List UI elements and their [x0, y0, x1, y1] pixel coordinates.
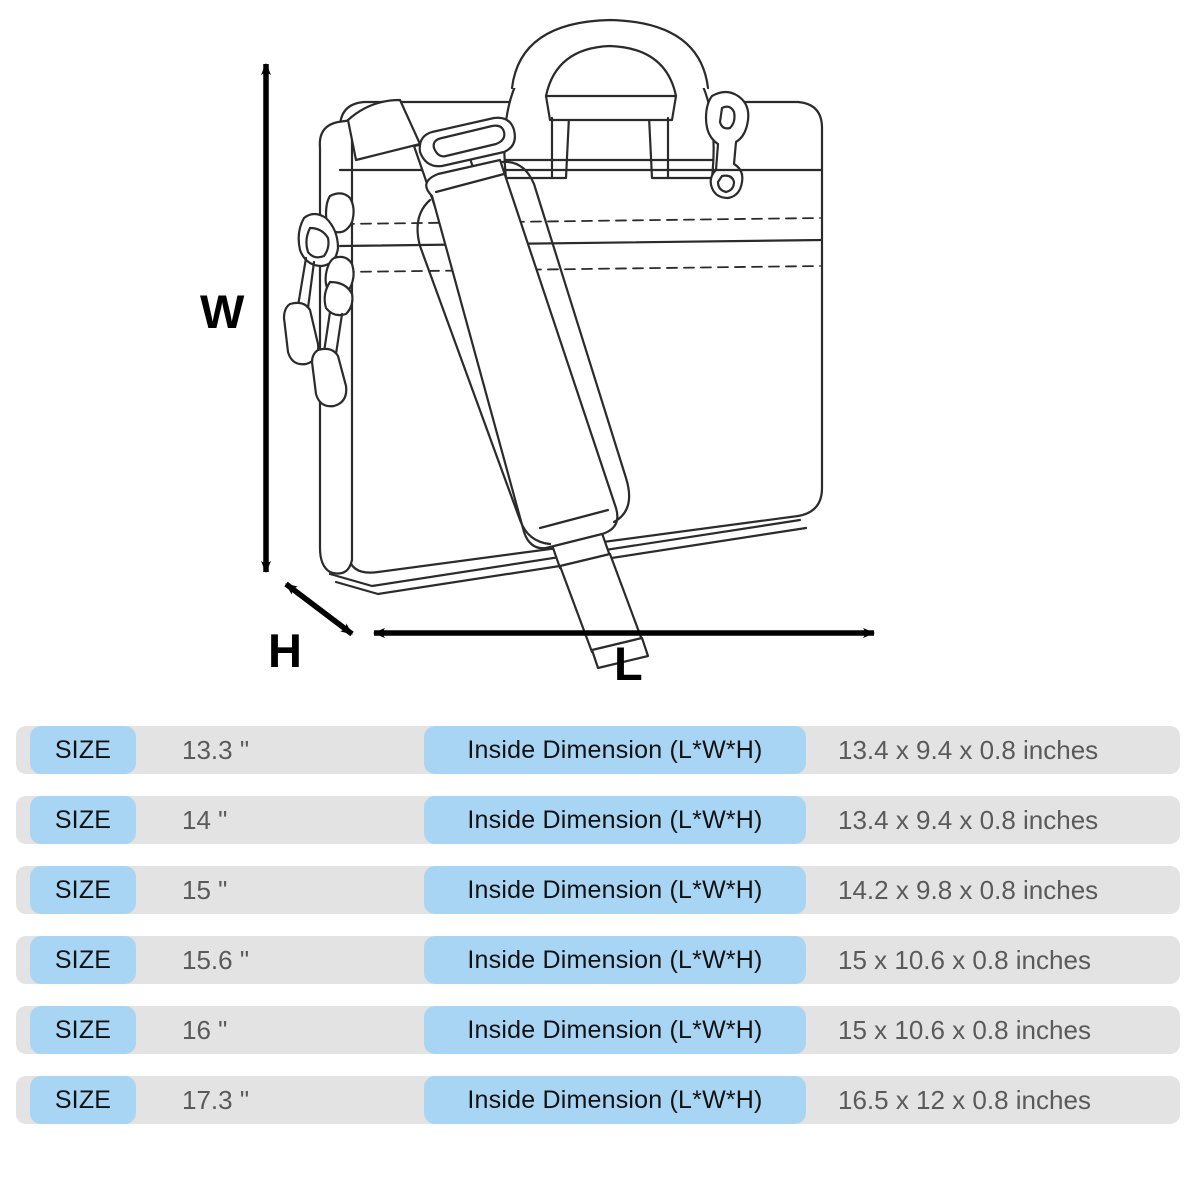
size-spec-table: SIZE 13.3 " Inside Dimension (L*W*H) 13.…	[0, 726, 1200, 1200]
zipper-pull-ring-b	[323, 280, 354, 317]
inside-dimension-value: 15 x 10.6 x 0.8 inches	[838, 944, 1091, 975]
shoulder-pad-edge-right	[500, 160, 631, 524]
inside-dimension-value: 13.4 x 9.4 x 0.8 inches	[838, 804, 1099, 835]
zipper-pull-cord-b	[322, 310, 332, 354]
bag-outline-group	[282, 18, 824, 670]
height-dimension-arrow	[284, 581, 354, 637]
table-row: SIZE 15 " Inside Dimension (L*W*H) 14.2 …	[16, 866, 1180, 914]
size-value: 17.3 "	[182, 1084, 250, 1115]
height-label: H	[268, 624, 302, 677]
inside-dimension-label-pill: Inside Dimension (L*W*H)	[424, 796, 806, 844]
bag-dimension-diagram: W H L	[200, 18, 875, 690]
table-row: SIZE 16 " Inside Dimension (L*W*H) 15 x …	[16, 1006, 1180, 1054]
zipper-pull-cord-a2	[306, 260, 316, 310]
size-value: 15 "	[182, 874, 228, 905]
inside-dimension-label-pill: Inside Dimension (L*W*H)	[424, 866, 806, 914]
inside-dimension-label-pill: Inside Dimension (L*W*H)	[424, 1006, 806, 1054]
inside-dimension-value: 15 x 10.6 x 0.8 inches	[838, 1014, 1091, 1045]
size-value: 13.3 "	[182, 734, 250, 765]
zipper-pull-ring-a-inner	[305, 226, 330, 259]
handle-grip-pad	[544, 94, 678, 122]
bag-bottom-depth-edge	[328, 518, 802, 588]
size-label-pill: SIZE	[30, 796, 136, 844]
size-label-pill: SIZE	[30, 866, 136, 914]
zipper-pull-cord-a	[296, 256, 308, 308]
shoulder-pad-seam-top	[434, 172, 506, 194]
shoulder-pad-seam-bottom	[538, 508, 610, 530]
width-label: W	[200, 285, 245, 338]
clip-hook-right	[704, 90, 750, 200]
inside-dimension-label-pill: Inside Dimension (L*W*H)	[424, 1076, 806, 1124]
table-row: SIZE 17.3 " Inside Dimension (L*W*H) 16.…	[16, 1076, 1180, 1124]
zipper-pull-tab-a	[282, 301, 320, 366]
size-label-pill: SIZE	[30, 1006, 136, 1054]
size-label-pill: SIZE	[30, 726, 136, 774]
inside-dimension-label-pill: Inside Dimension (L*W*H)	[424, 936, 806, 984]
size-label-pill: SIZE	[30, 936, 136, 984]
shoulder-strap-buckle-inner	[432, 124, 506, 158]
size-label-pill: SIZE	[30, 1076, 136, 1124]
inside-dimension-value: 13.4 x 9.4 x 0.8 inches	[838, 734, 1099, 765]
inside-dimension-label-pill: Inside Dimension (L*W*H)	[424, 726, 806, 774]
size-value: 14 "	[182, 804, 228, 835]
pocket-stitch-lower	[343, 265, 821, 273]
zipper-slider-upper	[324, 192, 355, 234]
shoulder-pad	[425, 158, 619, 550]
dimension-arrows-group	[261, 63, 875, 638]
zipper-pull-tab-b	[310, 347, 348, 408]
table-row: SIZE 15.6 " Inside Dimension (L*W*H) 15 …	[16, 936, 1180, 984]
bag-illustration-svg	[261, 18, 875, 670]
clip-ring-right	[716, 174, 736, 194]
handle-arch-inner	[544, 44, 678, 98]
size-value: 15.6 "	[182, 944, 250, 975]
zipper-pull-cord-b2	[334, 312, 344, 356]
pocket-stitch-upper	[343, 217, 821, 225]
strap-anchor-bottom	[590, 636, 650, 670]
strap-anchor-top-left	[346, 98, 422, 162]
size-value: 16 "	[182, 1014, 228, 1045]
clip-hook-right-inner	[718, 105, 736, 130]
table-row: SIZE 13.3 " Inside Dimension (L*W*H) 13.…	[16, 726, 1180, 774]
inside-dimension-value: 14.2 x 9.8 x 0.8 inches	[838, 874, 1099, 905]
inside-dimension-value: 16.5 x 12 x 0.8 inches	[838, 1084, 1091, 1115]
shoulder-pad-edge-left	[416, 198, 552, 546]
length-label: L	[614, 637, 643, 690]
table-row: SIZE 14 " Inside Dimension (L*W*H) 13.4 …	[16, 796, 1180, 844]
